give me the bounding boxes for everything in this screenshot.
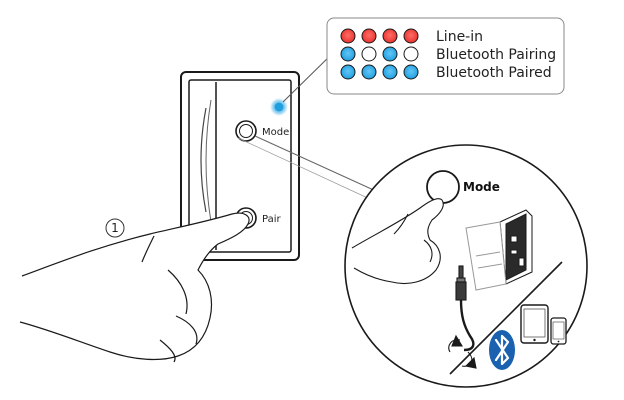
status-led-icon [270, 98, 288, 116]
legend-leader-line [282, 51, 335, 103]
led-blue-icon [382, 64, 398, 80]
mode-button[interactable] [235, 120, 257, 142]
zoom-mode-label: Mode [463, 180, 500, 194]
legend-label: Line-in [436, 29, 483, 45]
legend-label: Bluetooth Paired [436, 65, 552, 81]
bluetooth-icon [489, 330, 515, 370]
legend-label: Bluetooth Pairing [436, 47, 556, 63]
led-blue-icon [403, 64, 419, 80]
led-red-icon [361, 28, 377, 44]
wall-panel-device [180, 71, 300, 261]
zoom-mode-button[interactable] [426, 170, 460, 204]
zoom-leader-line-top [254, 135, 379, 193]
led-white-icon [403, 46, 419, 62]
mode-button-label: Mode [262, 127, 289, 138]
step-number-badge: 1 [105, 218, 125, 238]
zoom-leader-line-bottom [237, 137, 373, 201]
pair-button-label: Pair [262, 214, 281, 225]
led-blue-icon [361, 64, 377, 80]
smartphone-icon [550, 317, 567, 345]
audio-jack-icon [448, 265, 477, 369]
zoom-hand-pointer-icon [351, 198, 444, 285]
amplifier-icon [465, 209, 533, 291]
hand-pointer-icon [19, 212, 250, 363]
led-red-icon [403, 28, 419, 44]
led-blue-icon [340, 64, 356, 80]
led-red-icon [382, 28, 398, 44]
zoom-divider-line [449, 261, 563, 375]
led-blue-icon [340, 46, 356, 62]
tablet-icon [520, 304, 549, 344]
led-white-icon [361, 46, 377, 62]
step-number: 1 [111, 221, 119, 235]
led-blue-icon [382, 46, 398, 62]
led-red-icon [340, 28, 356, 44]
